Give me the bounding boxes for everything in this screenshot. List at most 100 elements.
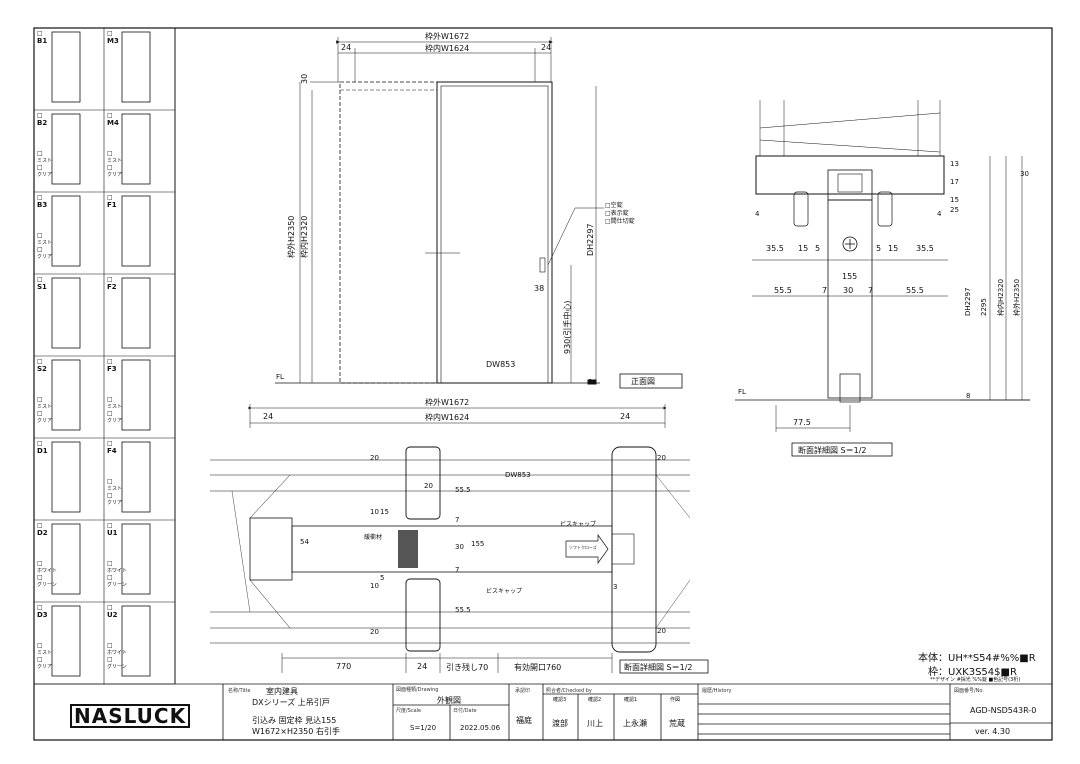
- section-top-dim: 17: [950, 178, 959, 186]
- plan-dim: 5: [380, 574, 385, 582]
- plan-view: [210, 404, 709, 674]
- version: ver. 4.30: [975, 727, 1011, 736]
- lock-option: □表示錠: [605, 210, 629, 217]
- section-row1-dim: 35.5: [766, 244, 784, 253]
- door-option: クリア: [37, 254, 53, 260]
- front-inner-width: 枠内W1624: [425, 44, 470, 53]
- door-checkbox: □: [107, 358, 113, 365]
- plan-dim: 15: [380, 508, 389, 516]
- section-fl: FL: [738, 388, 746, 396]
- drawing-caption: 図面種類/Drawing: [396, 687, 439, 693]
- checker-role: 確認1: [624, 697, 638, 703]
- title-line4: W1672×H2350 右引手: [252, 727, 340, 736]
- option-checkbox: □: [107, 396, 113, 403]
- section-top-dim: 13: [950, 160, 959, 168]
- option-checkbox: □: [107, 574, 113, 581]
- plan-dim: 7: [455, 516, 460, 524]
- door-code: B3: [37, 201, 48, 209]
- option-checkbox: □: [37, 656, 43, 663]
- front-view: [275, 37, 683, 389]
- section-side-mark: 4: [937, 210, 942, 218]
- checker-name: 荒蔵: [669, 719, 685, 728]
- door-thumb-u2: [121, 605, 151, 677]
- door-checkbox: □: [37, 112, 43, 119]
- front-inner-height: 枠内H2320: [300, 215, 309, 258]
- product-frame-code: 枠：UXK3S54$■R: [928, 667, 1017, 678]
- plan-dim: 55.5: [455, 606, 471, 614]
- section-bottom-mark: 8: [966, 392, 971, 400]
- plan-dim: 20: [370, 628, 379, 636]
- plan-dim: 20: [657, 454, 666, 462]
- door-checkbox: □: [37, 358, 43, 365]
- front-handle-offset: 38: [534, 284, 545, 293]
- door-thumb-d2: [51, 523, 81, 595]
- door-code: U2: [107, 611, 118, 619]
- door-option: クリア: [107, 172, 123, 178]
- door-checkbox: □: [107, 30, 113, 37]
- option-checkbox: □: [37, 574, 43, 581]
- door-checkbox: □: [37, 522, 43, 529]
- plan-side-right: 24: [620, 412, 631, 421]
- option-checkbox: □: [107, 642, 113, 649]
- option-checkbox: □: [37, 232, 43, 239]
- door-option: ミスト: [37, 158, 53, 164]
- option-checkbox: □: [107, 560, 113, 567]
- door-checkbox: □: [107, 112, 113, 119]
- approver-caption: 承認印: [515, 688, 531, 694]
- section-height-dim: 枠外H2350: [1013, 278, 1021, 316]
- front-door-height: DH2297: [586, 223, 595, 256]
- door-option: ミスト: [37, 404, 53, 410]
- door-checkbox: □: [37, 276, 43, 283]
- scale: S=1/20: [410, 724, 437, 732]
- checker-role: 作図: [670, 697, 681, 703]
- door-thumb-b1: [51, 31, 81, 103]
- plan-side-left: 24: [263, 412, 274, 421]
- door-code: S1: [37, 283, 47, 291]
- plan-dim: 7: [455, 566, 460, 574]
- plan-door-width: DW853: [505, 471, 531, 479]
- door-option: ホワイト: [107, 568, 128, 574]
- checker-role: 確認3: [553, 697, 567, 703]
- door-thumb-d3: [51, 605, 81, 677]
- section-row1-dim: 5: [876, 244, 882, 253]
- plan-soft-close: ソフトクローズ: [569, 545, 597, 550]
- front-top-gap: 30: [300, 73, 309, 84]
- checker-role: 確認2: [588, 697, 602, 703]
- door-code: F3: [107, 365, 117, 373]
- option-checkbox: □: [107, 410, 113, 417]
- scale-caption: 尺度/Scale: [396, 708, 422, 714]
- date: 2022.05.06: [460, 724, 501, 732]
- door-thumb-f3: [121, 359, 151, 431]
- plan-bottom-dim: 24: [417, 662, 428, 671]
- plan-dim: 10: [370, 582, 379, 590]
- title-line2: DXシリーズ 上吊引戸: [252, 698, 330, 707]
- option-checkbox: □: [107, 478, 113, 485]
- door-option: クリア: [37, 664, 53, 670]
- door-code: D2: [37, 529, 48, 537]
- title-caption: 名称/Title: [228, 688, 251, 694]
- door-code: U1: [107, 529, 118, 537]
- plan-dim: 30: [455, 543, 464, 551]
- plan-screw-cap-2: ビスキャップ: [486, 588, 523, 595]
- plan-bottom-dim: 引き残し70: [446, 663, 489, 672]
- date-caption: 日付/Date: [453, 708, 477, 714]
- section-height-dim: DH2297: [964, 287, 972, 316]
- door-option: クリア: [107, 418, 123, 424]
- plan-bottom-dim: 有効開口760: [514, 663, 562, 672]
- front-door-width: DW853: [486, 360, 516, 369]
- door-option: クリア: [37, 172, 53, 178]
- door-option: クリア: [107, 500, 123, 506]
- door-checkbox: □: [107, 522, 113, 529]
- door-code: F2: [107, 283, 117, 291]
- plan-dim: 20: [657, 627, 666, 635]
- door-code: D3: [37, 611, 48, 619]
- section-row1-dim: 15: [798, 244, 809, 253]
- door-option: ミスト: [37, 240, 53, 246]
- option-checkbox: □: [37, 396, 43, 403]
- section-row2-dim: 55.5: [906, 286, 924, 295]
- door-checkbox: □: [37, 604, 43, 611]
- door-checkbox: □: [107, 440, 113, 447]
- plan-inner-width: 枠内W1624: [425, 413, 470, 422]
- option-checkbox: □: [107, 150, 113, 157]
